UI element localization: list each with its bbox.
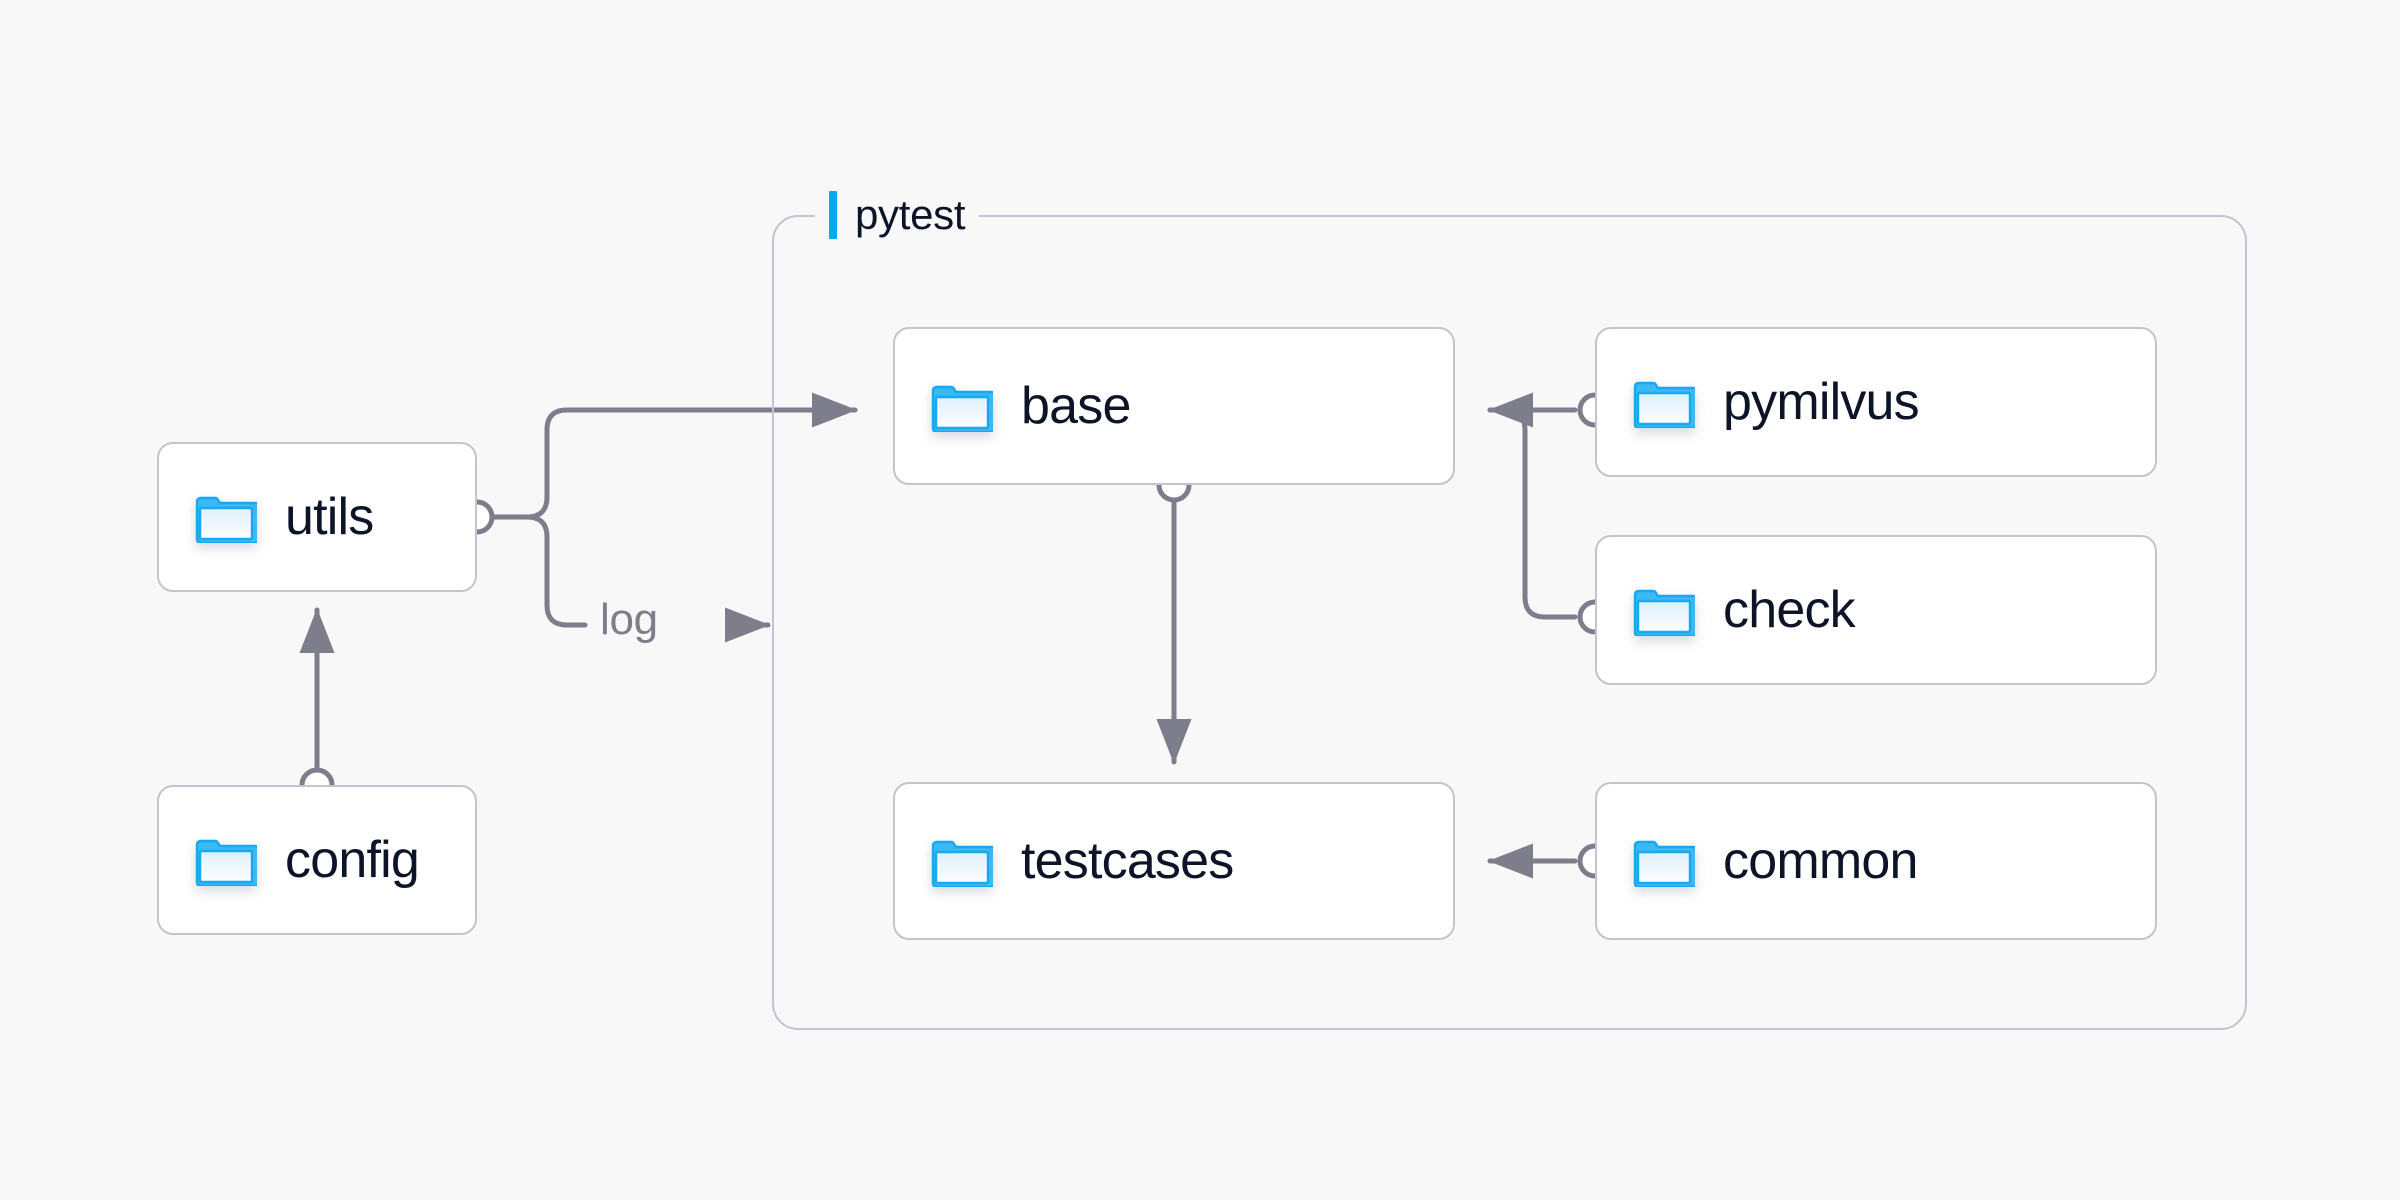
node-label: config xyxy=(285,831,420,889)
node-label: base xyxy=(1021,377,1131,435)
node-label: pymilvus xyxy=(1723,373,1920,431)
node-label: testcases xyxy=(1021,832,1234,890)
group-accent-bar xyxy=(829,191,837,239)
edge-label-log: log xyxy=(600,595,658,644)
node-base[interactable]: base xyxy=(893,327,1455,485)
folder-icon xyxy=(931,380,993,432)
node-label: utils xyxy=(285,488,374,546)
node-config[interactable]: config xyxy=(157,785,477,935)
folder-icon xyxy=(195,491,257,543)
node-label: check xyxy=(1723,581,1856,639)
pytest-group-container xyxy=(772,215,2247,1030)
node-check[interactable]: check xyxy=(1595,535,2157,685)
folder-icon xyxy=(931,835,993,887)
folder-icon xyxy=(1633,835,1695,887)
folder-icon xyxy=(1633,584,1695,636)
node-utils[interactable]: utils xyxy=(157,442,477,592)
folder-icon xyxy=(1633,376,1695,428)
group-title-text: pytest xyxy=(855,191,966,238)
node-label: common xyxy=(1723,832,1918,890)
node-common[interactable]: common xyxy=(1595,782,2157,940)
node-testcases[interactable]: testcases xyxy=(893,782,1455,940)
edge-utils-log xyxy=(484,514,588,628)
node-pymilvus[interactable]: pymilvus xyxy=(1595,327,2157,477)
folder-icon xyxy=(195,834,257,886)
pytest-group-label: pytest xyxy=(815,187,980,243)
